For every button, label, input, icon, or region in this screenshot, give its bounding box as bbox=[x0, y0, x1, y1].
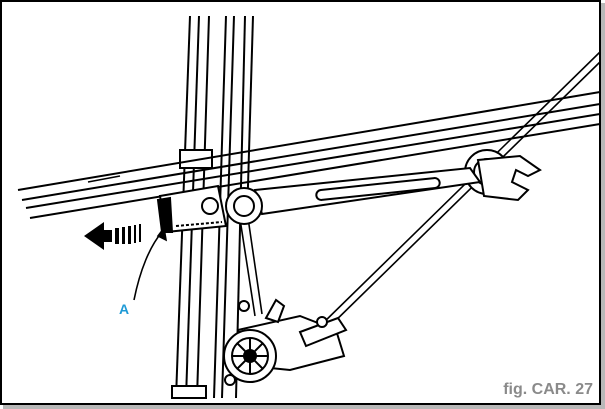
motion-arrow bbox=[84, 222, 141, 250]
rail-clamp bbox=[156, 184, 228, 234]
glass-edge-beam bbox=[17, 91, 601, 219]
callout-label-a: A bbox=[119, 301, 130, 317]
figure-caption: fig. CAR. 27 bbox=[503, 381, 593, 398]
cable-drum bbox=[223, 329, 277, 386]
callout-leader bbox=[133, 226, 168, 301]
wrench bbox=[225, 154, 542, 225]
rail-foot bbox=[171, 385, 207, 399]
